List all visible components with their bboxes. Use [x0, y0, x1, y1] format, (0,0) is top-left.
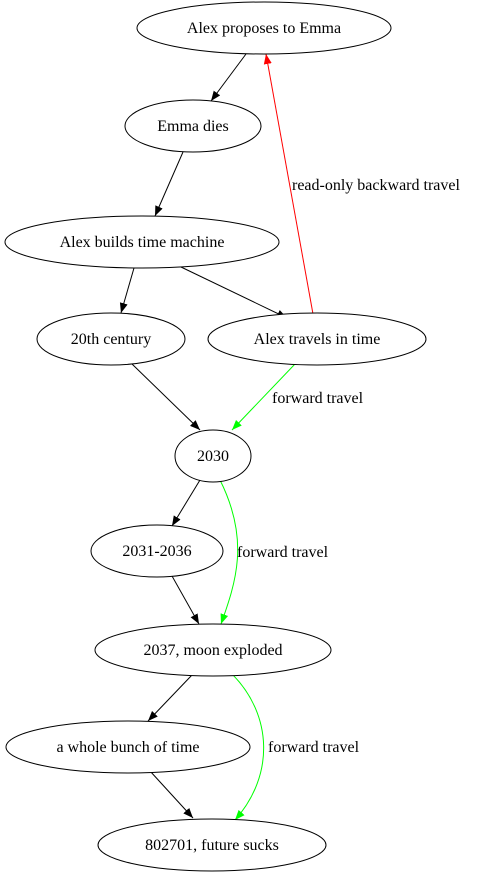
edge-2037-to-bunch	[147, 674, 193, 722]
node-802701-future-sucks: 802701, future sucks	[97, 818, 327, 872]
node-a-whole-bunch-of-time: a whole bunch of time	[5, 720, 251, 774]
edge-travels-backward-to-proposes	[263, 53, 314, 315]
edge-label-backward-travel: read-only backward travel	[292, 177, 460, 194]
node-label-future: 802701, future sucks	[145, 837, 279, 854]
node-label-proposes: Alex proposes to Emma	[187, 20, 341, 37]
node-label-20th-century: 20th century	[71, 331, 151, 348]
edge-builds-to-travels	[180, 266, 288, 319]
node-20th-century: 20th century	[36, 312, 186, 366]
edge-bunch-to-future	[149, 770, 194, 819]
edge-2030-forward-to-2037	[219, 479, 239, 625]
edge-dies-to-builds	[154, 151, 184, 217]
node-2031-2036: 2031-2036	[90, 524, 224, 578]
edge-label-forward-travel-2: forward travel	[237, 544, 329, 561]
node-label-builds: Alex builds time machine	[60, 234, 225, 251]
node-label-2030: 2030	[197, 448, 229, 465]
node-label-bunch: a whole bunch of time	[56, 739, 199, 756]
edge-2031-to-2037	[171, 575, 200, 625]
edge-label-forward-travel-1: forward travel	[272, 390, 364, 407]
node-2030: 2030	[174, 429, 252, 483]
node-emma-dies: Emma dies	[124, 99, 262, 153]
node-2037-moon-exploded: 2037, moon exploded	[94, 623, 332, 677]
node-label-travels: Alex travels in time	[254, 331, 381, 348]
node-label-2037: 2037, moon exploded	[143, 642, 282, 659]
edge-travels-forward-to-2030	[231, 363, 296, 431]
node-label-dies: Emma dies	[157, 118, 229, 135]
edge-label-forward-travel-3: forward travel	[268, 739, 360, 756]
edge-builds-to-20th-century	[119, 267, 135, 314]
node-alex-builds-time-machine: Alex builds time machine	[4, 215, 280, 269]
node-label-2031-2036: 2031-2036	[122, 543, 191, 560]
edge-2037-forward-to-future	[232, 674, 265, 821]
edge-proposes-to-dies	[210, 53, 247, 102]
node-alex-proposes-to-emma: Alex proposes to Emma	[136, 1, 392, 55]
edge-2030-to-2031	[171, 479, 201, 527]
edge-20th-century-to-2030	[131, 363, 201, 431]
node-alex-travels-in-time: Alex travels in time	[207, 312, 427, 366]
